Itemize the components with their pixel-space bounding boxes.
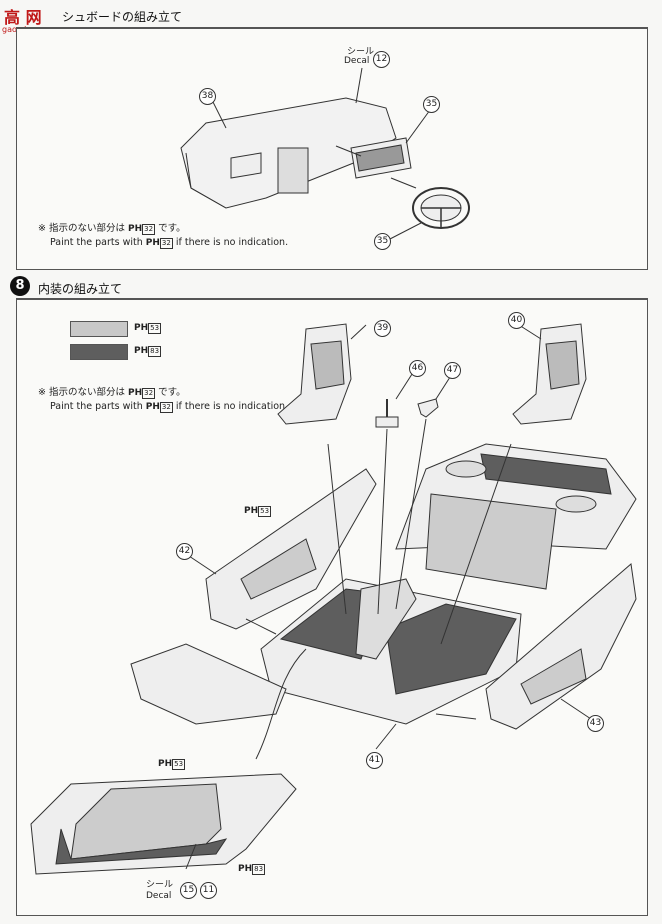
part-38-label: 38	[199, 88, 216, 105]
part-39-label: 39	[374, 320, 391, 337]
step8-number: 8	[10, 276, 30, 296]
legend-swatch-dark	[70, 344, 128, 360]
step8-ph-number: 32	[142, 388, 156, 399]
part-35-label-top: 35	[423, 96, 440, 113]
step7-title: シュボードの組み立て	[62, 10, 183, 24]
step8-ph-label: PH	[128, 388, 143, 398]
step7-ph-label: PH	[128, 224, 143, 234]
step7-note-en-text2: if there is no indication.	[175, 237, 289, 248]
step7-note-en-text1: Paint the parts with	[50, 237, 143, 248]
step7-divider	[16, 27, 648, 28]
step8-note-en-text1: Paint the parts with	[50, 401, 143, 412]
step7-decal-en: Decal	[344, 56, 370, 66]
legend-swatch-light	[70, 321, 128, 337]
door-ph: PH	[244, 506, 259, 516]
step8-ph-number-en: 32	[159, 402, 173, 413]
part-35-label-bottom: 35	[374, 233, 391, 250]
step8-title: 内装の組み立て	[38, 282, 123, 296]
inset-decal-jp: シール	[146, 880, 174, 890]
interior-illustration	[30, 323, 637, 875]
part-47-label: 47	[444, 362, 461, 379]
step7-decal-number: 12	[373, 51, 390, 68]
decal-11-label: 11	[200, 882, 217, 899]
part-41-label: 41	[366, 752, 383, 769]
door-ph-number: 53	[258, 506, 272, 517]
inset-ph-top-label: PH	[158, 759, 173, 769]
inset-ph-bottom-label: PH	[238, 864, 253, 874]
decal-15-label: 15	[180, 882, 197, 899]
step7-ph-label-en: PH	[145, 238, 160, 248]
step7-ph-number-en: 32	[159, 238, 173, 249]
legend-light-num: 53	[148, 323, 162, 334]
step8-note-jp-tail: です。	[158, 387, 186, 398]
part-42-label: 42	[176, 543, 193, 560]
step7-ph-number: 32	[142, 224, 156, 235]
inset-ph-bottom-number: 83	[252, 864, 266, 875]
site-logo: 高 网	[4, 8, 42, 27]
dashboard-illustration	[180, 67, 470, 241]
step8-note-jp-text: ※ 指示のない部分は	[38, 387, 125, 398]
step7-decal-jp: シール	[347, 47, 375, 57]
part-40-label: 40	[508, 312, 525, 329]
legend-dark-num: 83	[148, 346, 162, 357]
legend-dark-ph: PH	[134, 346, 149, 356]
step8-ph-label-en: PH	[145, 402, 160, 412]
step7-note-jp-tail: です。	[158, 223, 186, 234]
step7-note-jp-text: ※ 指示のない部分は	[38, 223, 125, 234]
inset-ph-top-number: 53	[172, 759, 186, 770]
part-43-label: 43	[587, 715, 604, 732]
legend-light-ph: PH	[134, 323, 149, 333]
step8-note-en-text2: if there is no indication.	[175, 401, 289, 412]
inset-decal-en: Decal	[146, 891, 172, 901]
step8-divider	[16, 298, 648, 299]
part-46-label: 46	[409, 360, 426, 377]
